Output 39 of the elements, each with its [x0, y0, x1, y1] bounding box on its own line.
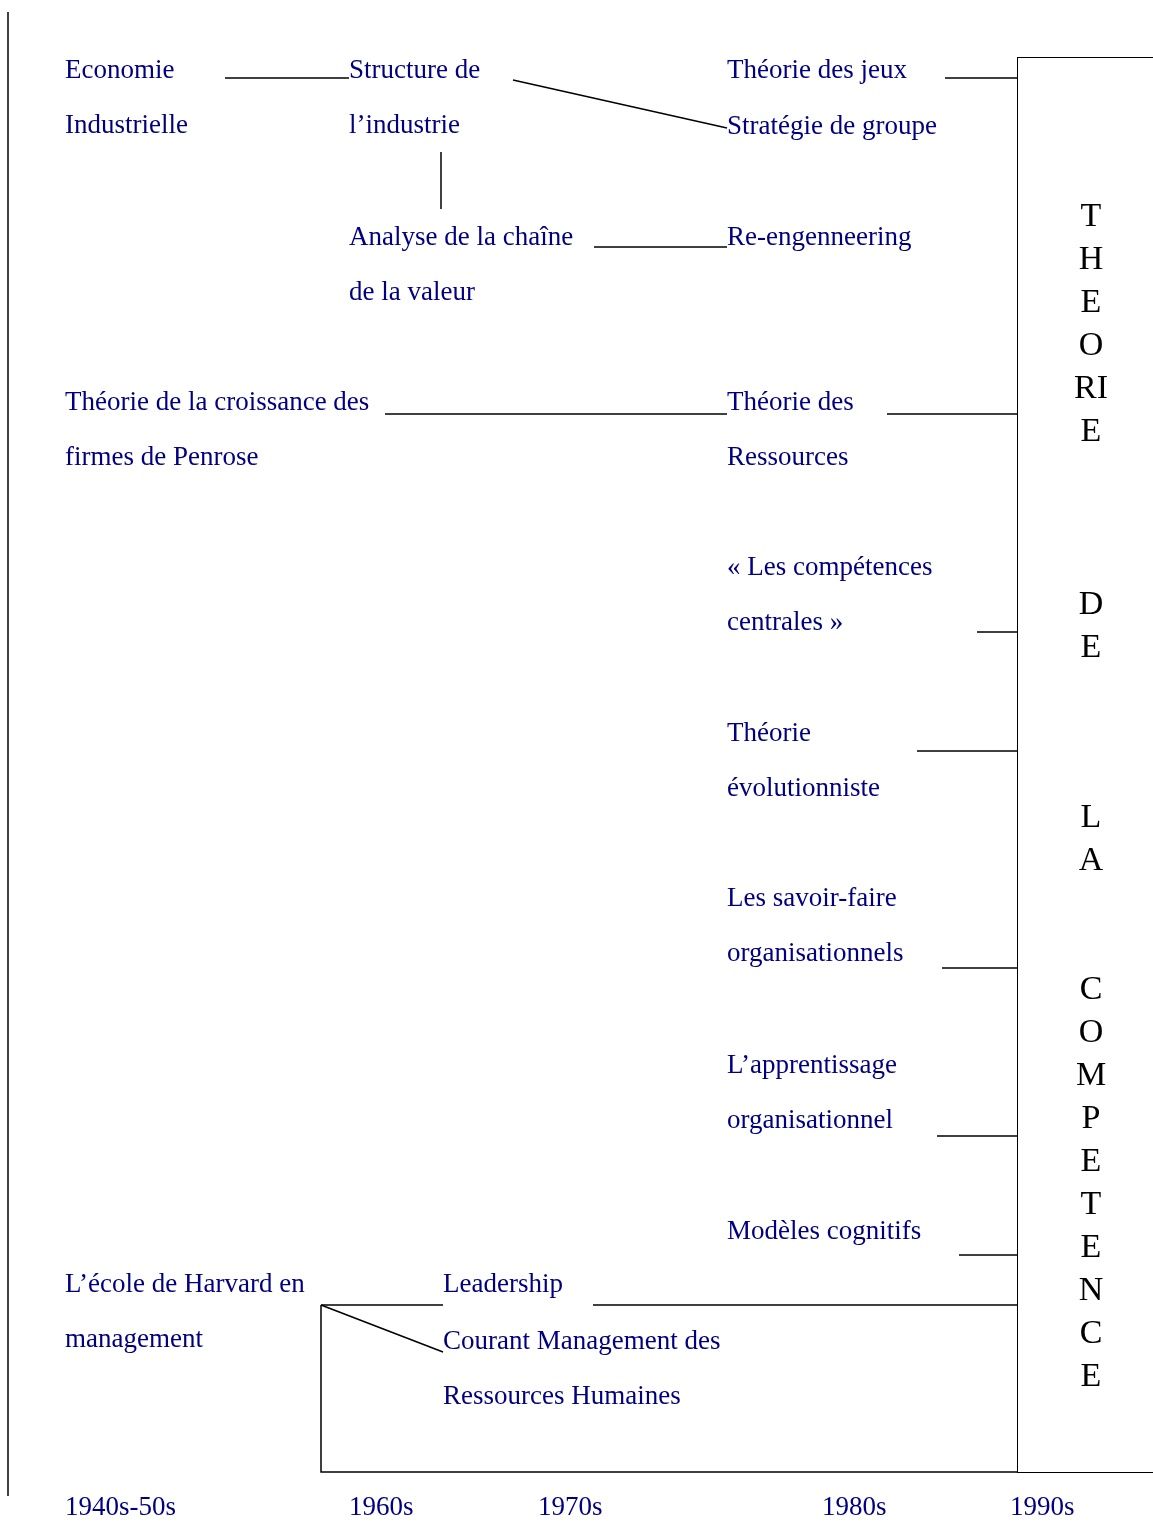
- connector-line: [886, 413, 1018, 415]
- connector-line: [320, 1304, 444, 1353]
- period-label: 1990s: [1010, 1490, 1075, 1523]
- node-text: Courant Management des Ressources Humaines: [443, 1324, 722, 1412]
- node-text: Stratégie de groupe: [727, 109, 938, 142]
- vertical-title: THEORIE DE LA COMPETENCE: [1073, 195, 1109, 1395]
- node-text: Analyse de la chaîne de la valeur: [349, 220, 575, 308]
- connector-line: [944, 77, 1018, 79]
- period-label: 1960s: [349, 1490, 414, 1523]
- node-text: Les savoir-faire organisationnels: [727, 881, 905, 969]
- node-text: L’apprentissage organisationnel: [727, 1048, 898, 1136]
- connector-line: [958, 1254, 1018, 1256]
- connector-line: [440, 151, 442, 210]
- period-label: 1970s: [538, 1490, 603, 1523]
- node-text: Théorie des jeux: [727, 53, 908, 86]
- connector-line: [976, 631, 1018, 633]
- node-text: « Les compétences centrales »: [727, 550, 934, 638]
- period-label: 1980s: [822, 1490, 887, 1523]
- connector-line: [384, 413, 728, 415]
- connector-line: [512, 79, 728, 129]
- node-text: Structure de l’industrie: [349, 53, 482, 141]
- connector-line: [224, 77, 350, 79]
- node-text: Théorie de la croissance des firmes de Penrose: [65, 385, 371, 473]
- connector-line: [320, 1304, 1018, 1473]
- connector-line: [941, 967, 1018, 969]
- period-label: 1940s-50s: [65, 1490, 176, 1523]
- connector-line: [593, 246, 728, 248]
- connector-line: [592, 1304, 1018, 1306]
- bracket-box: [1017, 57, 1153, 1473]
- connector-line: [916, 750, 1018, 752]
- connector-line: [936, 1135, 1018, 1137]
- node-text: L’école de Harvard en management: [65, 1267, 306, 1355]
- node-text: Leadership: [443, 1267, 564, 1300]
- node-text: Re-engenneering: [727, 220, 913, 253]
- node-text: Modèles cognitifs: [727, 1214, 923, 1247]
- node-text: Economie Industrielle: [65, 53, 189, 141]
- connector-line: [320, 1304, 444, 1306]
- node-text: Théorie évolutionniste: [727, 716, 881, 804]
- node-text: Théorie des Ressources: [727, 385, 855, 473]
